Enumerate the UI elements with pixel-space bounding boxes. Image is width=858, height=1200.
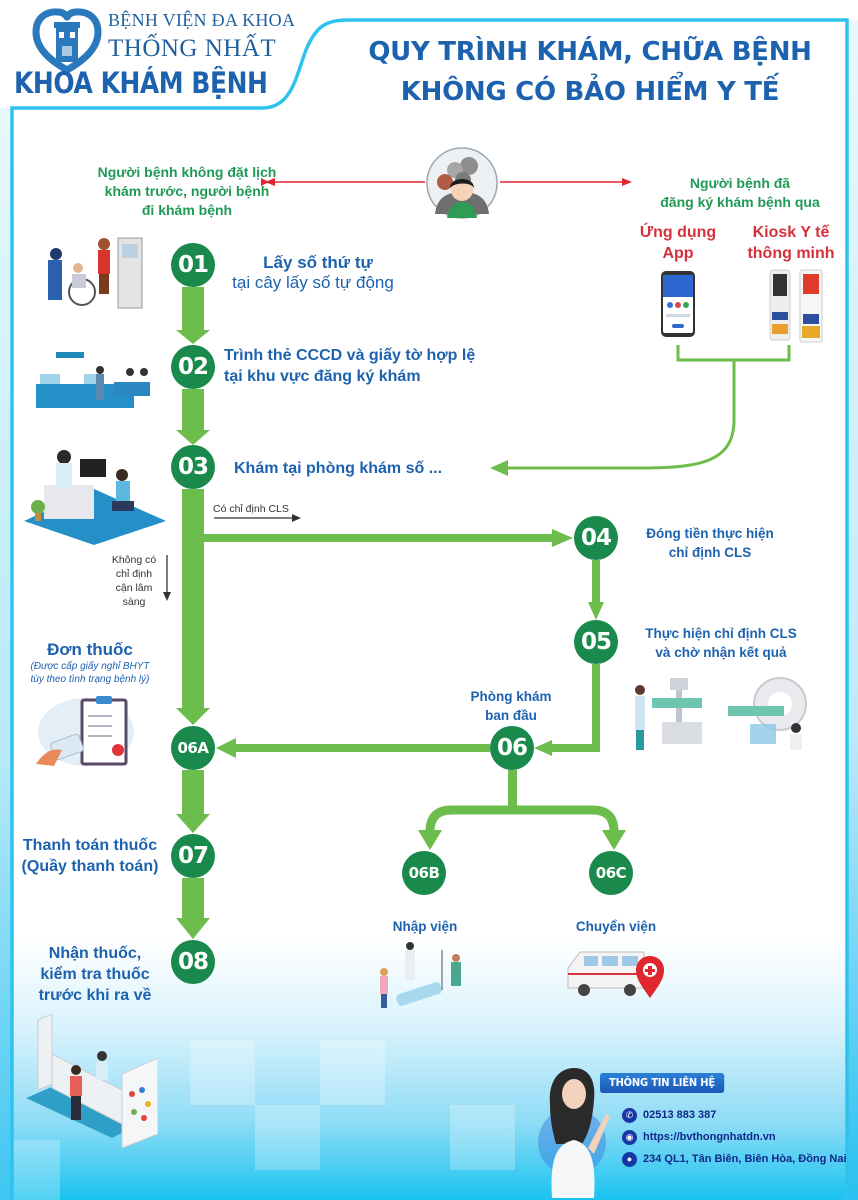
contact-website-link[interactable]: https://bvthongnhatdn.vn: [643, 1131, 776, 1143]
arrowhead-07: [176, 814, 210, 833]
registration-desk-illustration: [36, 352, 150, 408]
arrowhead-without-cls: [163, 592, 171, 601]
arrowhead-03-right: [490, 460, 508, 476]
arrowhead-06C: [602, 830, 626, 850]
step-06-text: Phòng khám ban đầu: [470, 689, 552, 723]
line-05-06: [548, 664, 600, 752]
branch-without-cls-label: Không có chỉ định cận lâm sàng: [111, 554, 157, 608]
step-02-text: Trình thẻ CCCD và giấy tờ hợp lệ tại khu…: [224, 347, 476, 385]
arrowhead-03: [176, 430, 210, 445]
step-08-text: Nhận thuốc, kiểm tra thuốc trước khi ra …: [38, 945, 152, 1004]
step-01-title: Lấy số thứ tự: [263, 253, 373, 272]
arrowhead-04: [552, 529, 573, 547]
line-06-06A: [234, 744, 490, 752]
arrowhead-06A: [176, 708, 210, 725]
page-title: QUY TRÌNH KHÁM, CHỮA BỆNH KHÔNG CÓ BẢO H…: [330, 32, 850, 112]
frame-border: [10, 18, 849, 1200]
left-edge-strip: [0, 108, 12, 1200]
location-pin-icon: ●: [622, 1151, 637, 1167]
arrowhead-02: [176, 330, 210, 344]
step-06A-badge: 06A: [171, 726, 215, 770]
step-06A-title: Đơn thuốc: [47, 640, 133, 659]
step-08-badge: 08: [171, 940, 215, 984]
trunk-01-02: [182, 287, 204, 335]
step-05-text: Thực hiện chỉ định CLS và chờ nhận kết q…: [645, 626, 797, 660]
background-tiles: [0, 1000, 858, 1200]
globe-icon: ◉: [622, 1129, 637, 1145]
phone-icon: ✆: [622, 1107, 637, 1123]
trunk-07-08: [182, 878, 204, 922]
kiosk-icon: [769, 269, 823, 343]
step-03-badge: 03: [171, 445, 215, 489]
main-trunk: [176, 287, 210, 939]
step-07-badge: 07: [171, 834, 215, 878]
hospital-name-line2: THỐNG NHẤT: [108, 35, 277, 62]
line-06-split: [508, 770, 517, 810]
arrowhead-08: [176, 918, 210, 939]
contact-phone-row[interactable]: ✆ 02513 883 387: [622, 1106, 716, 1124]
arrowhead-06: [534, 740, 552, 756]
step-06A-note: (Được cấp giấy nghỉ BHYT tùy theo tình t…: [30, 661, 150, 685]
step-04-badge: 04: [574, 516, 618, 560]
arrowhead-right-red: [622, 178, 632, 186]
consultation-room-illustration: [24, 450, 166, 545]
queue-kiosk-illustration: [48, 237, 143, 309]
arrowhead-06A-left: [216, 738, 236, 758]
arrowhead-06B: [418, 830, 442, 850]
imaging-equipment-illustration: [635, 677, 807, 750]
registered-to-03-connector: [505, 345, 791, 470]
step-02-badge: 02: [171, 345, 215, 389]
contact-website-row[interactable]: ◉ https://bvthongnhatdn.vn: [622, 1128, 776, 1146]
branch-with-cls-label: Có chỉ định CLS: [213, 503, 289, 515]
arrowhead-05: [588, 602, 604, 620]
right-edge-strip: [848, 20, 858, 1200]
arrowhead-with-cls: [292, 514, 301, 522]
smartphone-app-icon: [661, 271, 695, 337]
hospital-name-line1: BỆNH VIỆN ĐA KHOA: [108, 10, 296, 30]
step-01-subtitle: tại cây lấy số tự động: [232, 273, 394, 292]
registered-patients-note: Người bệnh đã đăng ký khám bệnh qua: [660, 175, 820, 210]
channel-app-label: Ứng dụng App: [639, 224, 717, 262]
trunk-06A-07: [182, 770, 204, 818]
trunk-03-06A: [182, 489, 204, 711]
hospital-admission-illustration: [380, 942, 461, 1008]
arrowhead-left-red: [265, 178, 275, 186]
hospital-logo: [32, 8, 102, 74]
step-04-text: Đóng tiền thực hiện chỉ định CLS: [646, 526, 774, 560]
title-line1: QUY TRÌNH KHÁM, CHỮA BỆNH: [368, 37, 812, 67]
step-05-badge: 05: [574, 620, 618, 664]
contact-heading: THÔNG TIN LIÊN HỆ: [600, 1073, 724, 1093]
title-line2: KHÔNG CÓ BẢO HIỂM Y TẾ: [400, 77, 780, 107]
line-04-05: [592, 560, 600, 606]
step-06B-badge: 06B: [402, 851, 446, 895]
pharmacy-counter-illustration: [26, 1014, 158, 1148]
step-01-badge: 01: [171, 243, 215, 287]
contact-address: 234 QL1, Tân Biên, Biên Hòa, Đồng Nai: [643, 1153, 847, 1165]
patients-group-avatar: [426, 147, 498, 219]
department-name: KHOA KHÁM BỆNH: [14, 66, 268, 100]
trunk-02-03: [182, 389, 204, 435]
step-06-badge: 06: [490, 726, 534, 770]
support-agent-illustration: [538, 1068, 610, 1198]
step-06C-title: Chuyển viện: [575, 919, 657, 934]
ambulance-transfer-illustration: [567, 951, 664, 998]
line-to-06C: [512, 805, 619, 833]
branch-cls-line: [204, 534, 554, 542]
step-03-title: Khám tại phòng khám số ...: [234, 460, 443, 477]
step-06B-title: Nhập viện: [392, 919, 458, 934]
prescription-illustration: [36, 696, 134, 766]
channel-kiosk-label: Kiosk Y tế thông minh: [747, 224, 835, 262]
line-to-06B: [425, 805, 512, 833]
contact-phone[interactable]: 02513 883 387: [643, 1109, 717, 1121]
step-07-text: Thanh toán thuốc (Quầy thanh toán): [21, 837, 159, 875]
step-06C-badge: 06C: [589, 851, 633, 895]
contact-address-row[interactable]: ● 234 QL1, Tân Biên, Biên Hòa, Đồng Nai: [622, 1150, 847, 1168]
walk-in-patients-note: Người bệnh không đặt lịch khám trước, ng…: [97, 164, 277, 218]
